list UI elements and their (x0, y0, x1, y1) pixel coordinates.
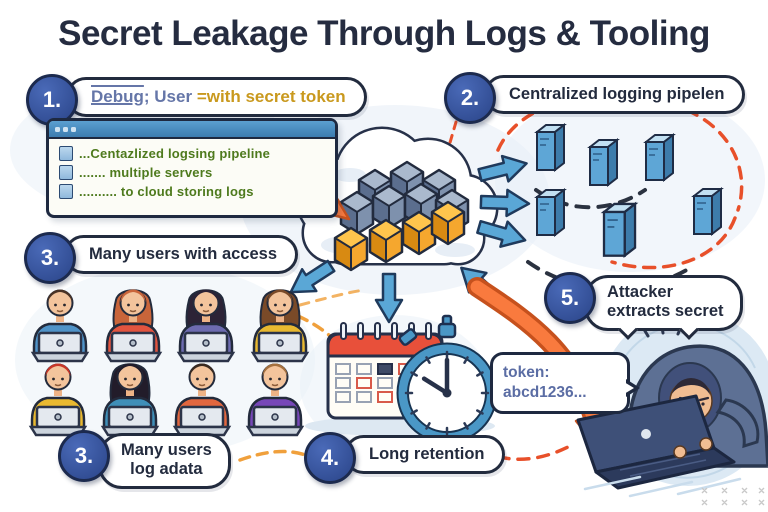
page-title: Secret Leakage Through Logs & Tooling (58, 14, 710, 53)
step-3-top-badge: 3. Many users with access (24, 232, 299, 284)
log-entry-icon (59, 165, 73, 180)
debug-keyword: Debug (91, 87, 144, 106)
step-5-line1: Attacker (607, 283, 674, 301)
log-line-text: ....... multiple servers (79, 165, 213, 180)
secret-token-text: =with secret token (196, 87, 346, 106)
log-line: ...Centazlized logsing pipeline (59, 146, 327, 161)
window-control-icon (63, 126, 68, 132)
log-line-text: .......... to cloud storing logs (79, 184, 254, 199)
code-mid: ; User (143, 87, 197, 106)
log-line: .......... to cloud storing logs (59, 184, 327, 199)
attacker-illustration (576, 319, 768, 498)
step-3-bottom-line1: Many users (121, 441, 212, 459)
step-4-number: 4. (304, 432, 356, 484)
step-5-badge: 5. Attacker extracts secret (544, 272, 743, 331)
step-2-label: Centralized logging pipelen (484, 75, 746, 114)
token-label: token: (503, 364, 550, 381)
window-control-icon (55, 126, 60, 132)
token-bubble: token: abcd1236... (490, 352, 640, 415)
log-line: ....... multiple servers (59, 165, 327, 180)
step-3-bottom-line2: log adata (130, 460, 203, 479)
log-window-titlebar (49, 121, 335, 139)
log-lines: ...Centazlized logsing pipeline ....... … (49, 139, 335, 199)
step-5-line2: extracts secret (607, 302, 724, 321)
corner-pattern (701, 487, 765, 506)
floor-lines (583, 475, 742, 498)
step-4-badge: 4. Long retention (304, 432, 506, 484)
token-value: abcd1236... (503, 384, 587, 402)
step-3-bottom-badge: 3. Many users log adata (58, 430, 231, 489)
step-1-label: Debug; User =with secret token (66, 77, 367, 117)
log-entry-icon (59, 184, 73, 199)
log-entry-icon (59, 146, 73, 161)
step-3-bottom-number: 3. (58, 430, 110, 482)
log-window: ...Centazlized logsing pipeline ....... … (46, 118, 338, 218)
step-2-badge: 2. Centralized logging pipelen (444, 72, 746, 124)
step-4-label: Long retention (344, 435, 506, 474)
step-3-top-label: Many users with access (64, 235, 299, 274)
step-2-number: 2. (444, 72, 496, 124)
log-line-text: ...Centazlized logsing pipeline (79, 146, 271, 161)
step-5-label: Attacker extracts secret (584, 275, 743, 331)
stopwatch-icon (396, 314, 498, 444)
step-3-bottom-label: Many users log adata (98, 433, 231, 489)
step-5-number: 5. (544, 272, 596, 324)
step-3-top-number: 3. (24, 232, 76, 284)
window-control-icon (71, 126, 76, 132)
